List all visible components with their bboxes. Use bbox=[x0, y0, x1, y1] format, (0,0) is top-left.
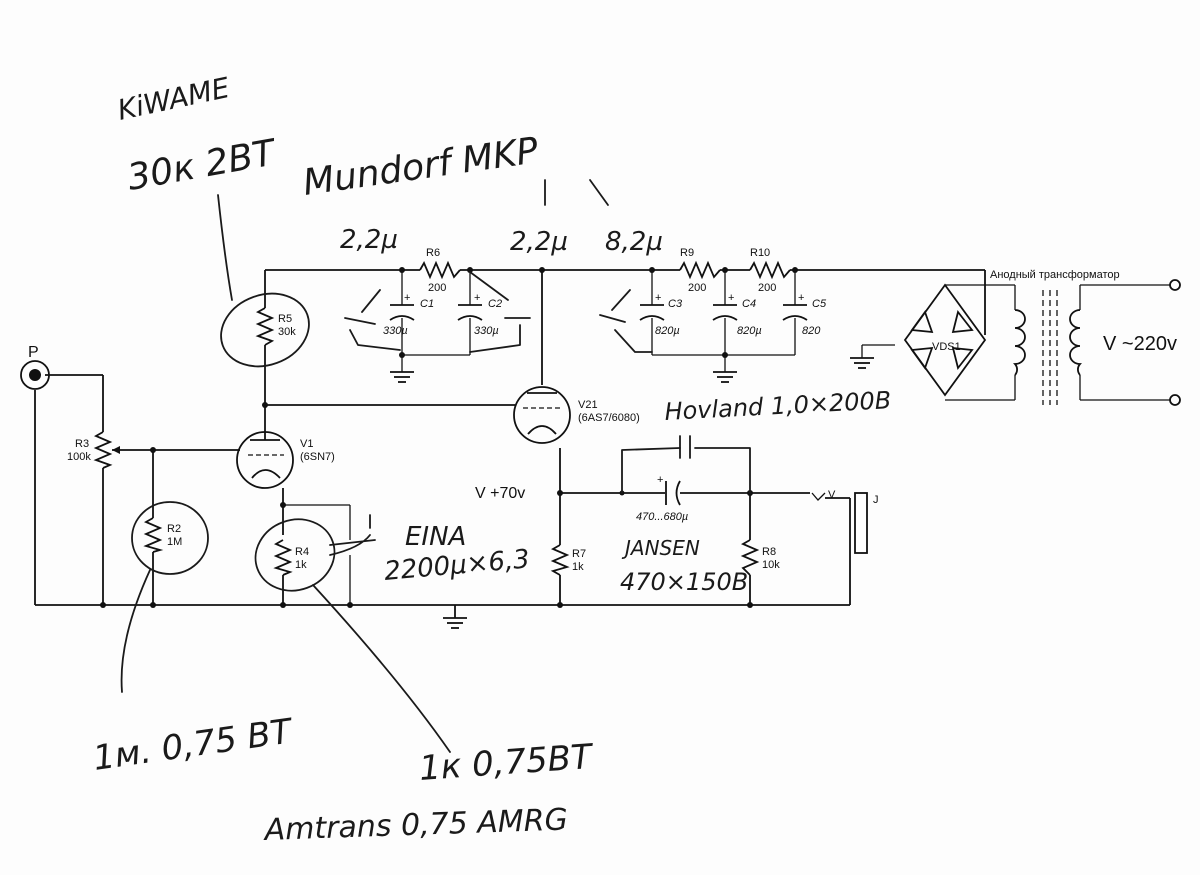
c2-value: 330µ bbox=[474, 325, 499, 337]
r4-value: 1k bbox=[295, 559, 307, 571]
c5-value: 820 bbox=[802, 325, 821, 337]
ground-symbols bbox=[390, 357, 874, 629]
port-j-label: J bbox=[873, 494, 879, 506]
note-jansen-val: 470×150В bbox=[620, 568, 748, 596]
c1-value: 330µ bbox=[383, 325, 408, 337]
capacitor-c2: + C2 330µ bbox=[457, 292, 502, 337]
c-out-value: 470...680µ bbox=[636, 511, 688, 523]
capacitor-c4: + C4 820µ bbox=[712, 292, 762, 337]
v21-ref: V21 bbox=[578, 399, 598, 411]
note-mundorf: Mundorf MKP bbox=[301, 130, 542, 204]
supply-v70-label: V +70v bbox=[475, 485, 525, 502]
c2-ref: C2 bbox=[488, 298, 502, 310]
r7-ref: R7 bbox=[572, 548, 586, 560]
r5-ref: R5 bbox=[278, 313, 292, 325]
note-hovland: Hovland 1,0×200В bbox=[664, 386, 892, 426]
port-p-label: P bbox=[28, 344, 39, 361]
r3-ref: R3 bbox=[75, 438, 89, 450]
capacitor-output: + 470...680µ bbox=[636, 474, 688, 523]
transformer: Анодный трансформатор bbox=[990, 269, 1120, 405]
bridge-vds1: VDS1 bbox=[903, 283, 987, 397]
svg-text:+: + bbox=[798, 292, 804, 304]
resistor-r8: R8 10k bbox=[740, 539, 780, 576]
tube-v1: V1 (6SN7) bbox=[236, 431, 335, 489]
capacitor-c1: + C1 330µ bbox=[383, 292, 434, 337]
resistor-r5: R5 30k bbox=[255, 307, 296, 346]
tube-v21: V21 (6AS7/6080) bbox=[513, 386, 640, 444]
v1-type: (6SN7) bbox=[300, 451, 335, 463]
out-v-label: V bbox=[828, 489, 836, 501]
v1-ref: V1 bbox=[300, 438, 313, 450]
input-jack-p: P bbox=[20, 344, 50, 390]
svg-text:+: + bbox=[728, 292, 734, 304]
c4-value: 820µ bbox=[737, 325, 762, 337]
wires bbox=[34, 269, 1170, 606]
note-eina: EINA bbox=[405, 522, 466, 552]
resistor-r7: R7 1k bbox=[550, 544, 586, 576]
c3-value: 820µ bbox=[655, 325, 680, 337]
note-jansen: JANSEN bbox=[621, 536, 700, 560]
note-kiwame: KiWAME bbox=[115, 71, 233, 127]
r10-value: 200 bbox=[758, 282, 776, 294]
resistor-r3: R3 100k bbox=[67, 431, 120, 469]
r9-ref: R9 bbox=[680, 247, 694, 259]
resistor-r9: R9 200 bbox=[679, 247, 721, 294]
resistor-r2: R2 1M bbox=[143, 517, 182, 553]
c1-ref: C1 bbox=[420, 298, 434, 310]
c3-ref: C3 bbox=[668, 298, 683, 310]
r2-value: 1M bbox=[167, 536, 182, 548]
r3-value: 100k bbox=[67, 451, 91, 463]
capacitor-c3: + C3 820µ bbox=[639, 292, 683, 337]
r9-value: 200 bbox=[688, 282, 706, 294]
mains-terminals: V ~220v bbox=[1103, 279, 1181, 406]
transformer-label: Анодный трансформатор bbox=[990, 269, 1120, 281]
r10-ref: R10 bbox=[750, 247, 770, 259]
svg-text:+: + bbox=[657, 474, 663, 486]
note-cap-a: 2,2µ bbox=[340, 225, 398, 255]
r6-ref: R6 bbox=[426, 247, 440, 259]
junction-dots bbox=[100, 267, 798, 608]
note-r2: 1м. 0,75 ВТ bbox=[91, 711, 296, 779]
r6-value: 200 bbox=[428, 282, 446, 294]
svg-text:+: + bbox=[655, 292, 661, 304]
note-kiwame-val: 30к 2ВТ bbox=[124, 132, 280, 199]
svg-text:+: + bbox=[404, 292, 410, 304]
r7-value: 1k bbox=[572, 561, 584, 573]
handwritten-annotations: KiWAME 30к 2ВТ Mundorf MKP 2,2µ 2,2µ 8,2… bbox=[91, 71, 892, 848]
r8-value: 10k bbox=[762, 559, 780, 571]
c4-ref: C4 bbox=[742, 298, 756, 310]
output-jack-j: J V bbox=[811, 489, 879, 554]
mains-label: V ~220v bbox=[1103, 333, 1177, 355]
svg-text:+: + bbox=[474, 292, 480, 304]
vds1-ref: VDS1 bbox=[932, 341, 961, 353]
note-cap-c: 8,2µ bbox=[605, 227, 663, 257]
r8-ref: R8 bbox=[762, 546, 776, 558]
capacitor-c5: + C5 820 bbox=[782, 292, 827, 337]
resistor-r10: R10 200 bbox=[749, 247, 791, 294]
r2-ref: R2 bbox=[167, 523, 181, 535]
note-amtrans: Amtrans 0,75 AMRG bbox=[262, 802, 568, 848]
v21-type: (6AS7/6080) bbox=[578, 412, 640, 424]
r5-value: 30k bbox=[278, 326, 296, 338]
c5-ref: C5 bbox=[812, 298, 827, 310]
note-cap-b: 2,2µ bbox=[510, 227, 568, 257]
resistor-r6: R6 200 bbox=[419, 247, 461, 294]
r4-ref: R4 bbox=[295, 546, 309, 558]
resistor-r4: R4 1k bbox=[273, 539, 309, 576]
